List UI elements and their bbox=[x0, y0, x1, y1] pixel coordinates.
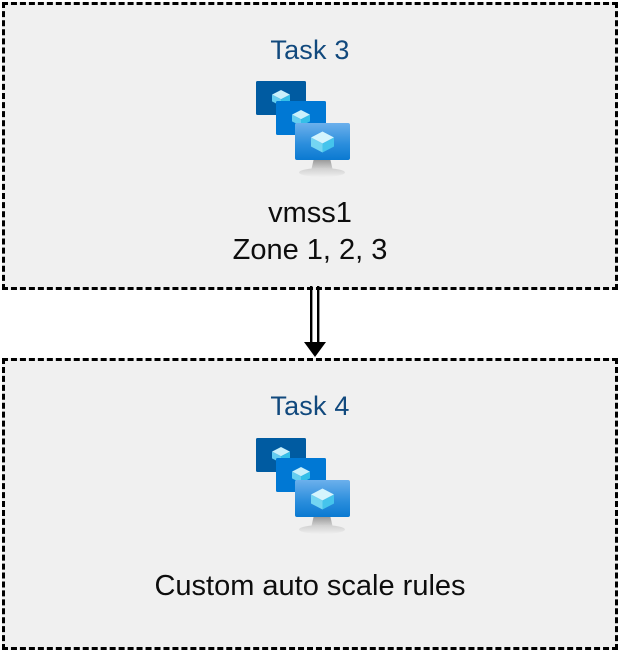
task-3-labels: vmss1 Zone 1, 2, 3 bbox=[233, 195, 388, 269]
vm-scale-set-icon bbox=[254, 436, 366, 540]
task-box-task-3[interactable]: Task 3 bbox=[2, 2, 618, 290]
task-3-content: Task 3 bbox=[5, 5, 615, 287]
task-4-label-line-1: Custom auto scale rules bbox=[154, 570, 466, 602]
double-line-arrow-down bbox=[298, 286, 332, 358]
vm-scale-set-icon bbox=[254, 79, 366, 183]
task-3-label-line-1: vmss1 bbox=[268, 197, 352, 229]
task-3-title: Task 3 bbox=[270, 35, 350, 65]
task-4-labels: Custom auto scale rules bbox=[154, 568, 465, 605]
task-box-task-4[interactable]: Task 4 bbox=[2, 358, 618, 650]
task-3-label-line-2: Zone 1, 2, 3 bbox=[232, 234, 388, 266]
task-4-title: Task 4 bbox=[270, 391, 350, 421]
task-4-content: Task 4 bbox=[5, 361, 615, 647]
